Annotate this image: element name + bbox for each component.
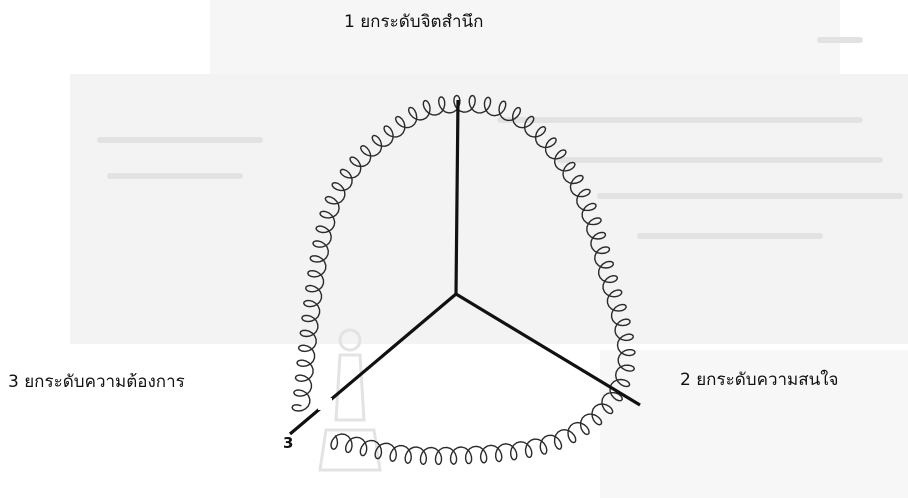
axis-1 — [456, 100, 458, 294]
label-level-3: 3 ยกระดับความต้องการ — [8, 374, 185, 391]
axis-3-number: 3 — [283, 436, 293, 451]
axes — [290, 100, 640, 434]
label-level-1: 1 ยกระดับจิตสำนึก — [344, 14, 483, 31]
curly-loop-chain — [292, 96, 635, 465]
label-level-2: 2 ยกระดับความสนใจ — [680, 372, 839, 389]
axis-3 — [290, 294, 456, 434]
axis-gap — [318, 398, 332, 410]
